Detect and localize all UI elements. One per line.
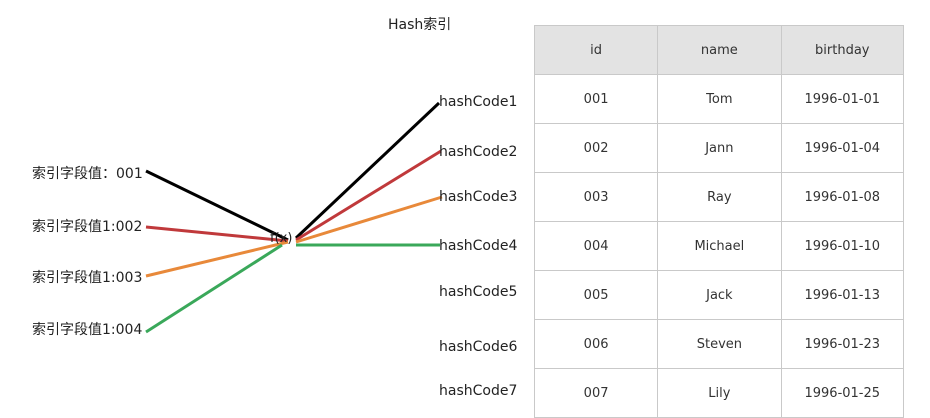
cell-id: 003 xyxy=(533,172,659,222)
table-row: 007 Lily 1996-01-25 xyxy=(533,368,905,418)
header-birthday: birthday xyxy=(780,25,905,75)
hash-code-2: hashCode2 xyxy=(439,144,518,160)
cell-name: Steven xyxy=(657,319,782,369)
cell-id: 006 xyxy=(533,319,659,369)
table-header-row: id name birthday xyxy=(533,25,905,75)
line-black-left xyxy=(145,169,289,242)
cell-birthday: 1996-01-13 xyxy=(780,270,905,320)
cell-id: 002 xyxy=(533,123,659,173)
line-orange-left xyxy=(145,240,289,278)
table-row: 005 Jack 1996-01-13 xyxy=(533,270,905,320)
table-row: 001 Tom 1996-01-01 xyxy=(533,74,905,124)
data-table: id name birthday 001 Tom 1996-01-01 002 … xyxy=(533,25,905,418)
hash-function-label: f(x) xyxy=(270,231,293,246)
hash-code-3: hashCode3 xyxy=(439,189,518,205)
cell-name: Jann xyxy=(657,123,782,173)
line-orange-right xyxy=(295,195,443,244)
line-red-left xyxy=(145,225,289,243)
cell-name: Tom xyxy=(657,74,782,124)
cell-name: Ray xyxy=(657,172,782,222)
index-value-3: 索引字段值1:003 xyxy=(32,270,143,286)
hash-code-6: hashCode6 xyxy=(439,339,518,355)
cell-birthday: 1996-01-01 xyxy=(780,74,905,124)
cell-id: 005 xyxy=(533,270,659,320)
cell-name: Lily xyxy=(657,368,782,418)
cell-id: 007 xyxy=(533,368,659,418)
table-row: 004 Michael 1996-01-10 xyxy=(533,221,905,271)
table-row: 003 Ray 1996-01-08 xyxy=(533,172,905,222)
line-green-left xyxy=(145,243,283,334)
index-value-1: 索引字段值：001 xyxy=(32,166,143,182)
header-id: id xyxy=(533,25,659,75)
cell-birthday: 1996-01-25 xyxy=(780,368,905,418)
cell-birthday: 1996-01-08 xyxy=(780,172,905,222)
table-row: 006 Steven 1996-01-23 xyxy=(533,319,905,369)
cell-birthday: 1996-01-04 xyxy=(780,123,905,173)
line-red-right xyxy=(295,149,442,242)
line-black-right xyxy=(294,101,441,240)
index-value-4: 索引字段值1:004 xyxy=(32,322,143,338)
cell-birthday: 1996-01-23 xyxy=(780,319,905,369)
hash-code-7: hashCode7 xyxy=(439,383,518,399)
cell-id: 004 xyxy=(533,221,659,271)
header-name: name xyxy=(657,25,782,75)
hash-code-5: hashCode5 xyxy=(439,284,518,300)
hash-code-1: hashCode1 xyxy=(439,94,518,110)
cell-id: 001 xyxy=(533,74,659,124)
index-value-2: 索引字段值1:002 xyxy=(32,219,143,235)
cell-name: Michael xyxy=(657,221,782,271)
diagram-title: Hash索引 xyxy=(388,17,452,33)
table-row: 002 Jann 1996-01-04 xyxy=(533,123,905,173)
cell-name: Jack xyxy=(657,270,782,320)
cell-birthday: 1996-01-10 xyxy=(780,221,905,271)
hash-code-4: hashCode4 xyxy=(439,238,518,254)
